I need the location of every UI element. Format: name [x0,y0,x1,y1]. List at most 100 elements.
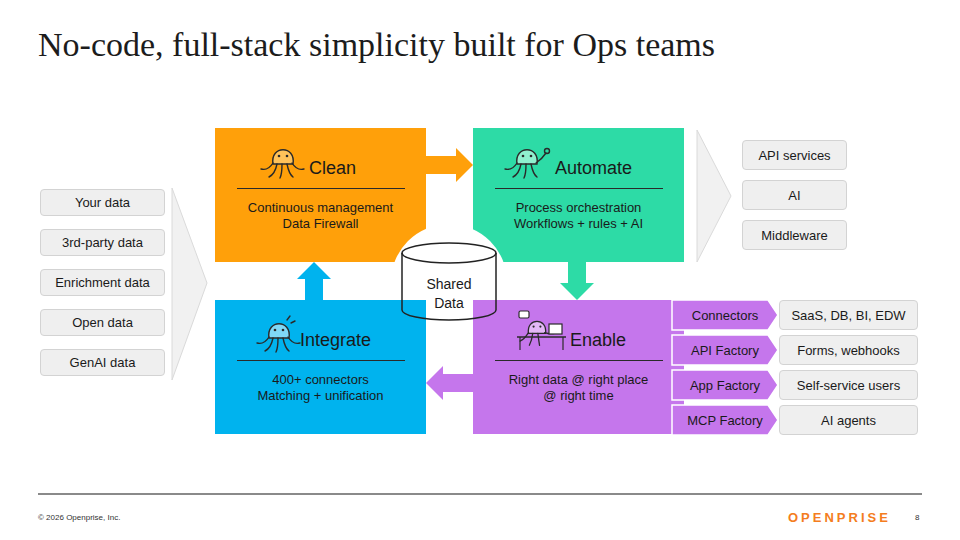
tentacle [520,333,529,342]
item-label: Self-service users [797,378,900,393]
stage-description: 400+ connectors Matching + unification [251,372,391,404]
cylinder-side [401,253,403,310]
title-rule [495,188,663,189]
octopus-head [517,150,537,164]
item-label: AI agents [821,413,876,428]
tag-label: App Factory [682,370,768,400]
stage-box: AutomateProcess orchestration Workflows … [473,128,684,262]
cylinder-side [495,253,497,310]
octopus-tentacles [505,149,550,179]
octopus-eye [539,325,541,327]
tentacle [513,164,521,177]
item-box: AI [742,180,847,210]
tentacle [545,333,555,334]
item-label: SaaS, DB, BI, EDW [791,308,905,323]
footer-rule [38,493,922,495]
octopus-head [273,150,293,164]
page-number: 8 [915,512,919,523]
flow-arrow [426,148,473,182]
item-box: 3rd-party data [40,229,165,256]
octopus-eye [278,155,281,158]
stage-box: CleanContinuous management Data Firewall [215,128,426,262]
tentacle [265,338,273,351]
title-rule [237,188,405,189]
octopus-head [269,324,289,338]
item-box: SaaS, DB, BI, EDW [779,300,918,330]
desk-leg [562,337,563,350]
octopus-eye [282,329,285,332]
output-chevron [697,130,731,262]
octopus-icon [505,149,550,179]
item-label: 3rd-party data [62,235,143,250]
output-tag: App Factory [672,370,778,400]
tool-icon [545,149,550,154]
input-chevron [172,188,207,380]
stage-description: Process orchestration Workflows + rules … [499,200,659,232]
item-label: Your data [75,195,130,210]
stage-box: EnableRight data @ right place @ right t… [473,300,684,434]
tentacle [536,153,546,163]
octopus-tentacles [520,333,555,346]
item-label: Forms, webhooks [797,343,900,358]
octopus-icon [261,150,304,178]
tentacle [269,164,277,177]
item-box: API services [742,140,847,170]
stage-title: Enable [570,329,626,351]
octopus-eye [530,155,533,158]
stage-box: Integrate 400+ connectors Matching + unif… [215,300,426,434]
tentacle [529,333,532,345]
tentacle [531,164,537,177]
octopus-icon [257,316,300,352]
octopus-tentacles [261,163,304,178]
title-rule [237,360,405,361]
cylinder-bottom [402,310,496,320]
tag-arrow [672,335,778,365]
slide-title: No-code, full-stack simplicity built for… [38,24,715,66]
tag-arrow [672,370,778,400]
octopus-tentacles [257,316,300,352]
tentacle [292,163,304,169]
item-box: Self-service users [779,370,918,400]
octopus-head [528,321,545,333]
stage-title: Clean [309,157,356,179]
flow-arrow [560,262,594,300]
tag-label: MCP Factory [682,405,768,435]
tag-label: Connectors [682,300,768,330]
tag-arrow [672,405,778,435]
item-label: Middleware [761,228,827,243]
item-box: GenAI data [40,349,165,376]
tag-arrow [672,300,778,330]
item-label: API services [758,148,830,163]
tentacle [288,337,300,343]
tentacle [257,337,269,343]
tentacle [538,333,540,345]
brand-logo: OPENPRISE [788,510,891,526]
desk-top [517,336,566,337]
tentacle [276,338,278,352]
output-tag: MCP Factory [672,405,778,435]
octopus-eye [274,329,277,332]
item-box: Your data [40,189,165,216]
output-tag: API Factory [672,335,778,365]
item-label: AI [788,188,800,203]
octopus-icon [520,321,555,345]
spark-lines [287,316,295,323]
database-cylinder [402,243,496,320]
footer-note: © 2026 Openprise, Inc. [38,512,120,523]
tentacle [261,163,273,169]
item-box: Open data [40,309,165,336]
item-label: Enrichment data [55,275,150,290]
tag-label: API Factory [682,335,768,365]
tentacle [283,338,289,351]
desk-illustration [517,311,566,350]
laptop-screen [549,324,562,334]
output-tag: Connectors [672,300,778,330]
desk-leg [519,337,520,350]
item-label: Open data [72,315,133,330]
item-box: AI agents [779,405,918,435]
tentacle [287,164,293,177]
stage-title: Integrate [300,329,371,351]
item-box: Middleware [742,220,847,250]
item-box: Forms, webhooks [779,335,918,365]
shared-data-label: Shared Data [419,275,479,313]
